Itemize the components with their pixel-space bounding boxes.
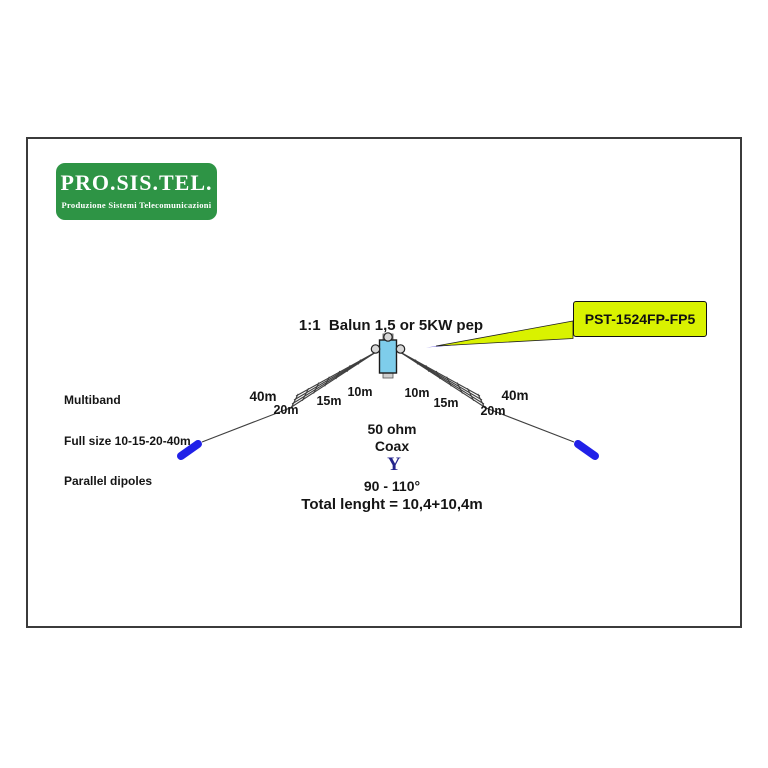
left-dipole-fan (201, 351, 377, 443)
left-insulator (177, 440, 202, 460)
left-10m-label: 10m (347, 385, 373, 399)
prosistel-logo: PRO.SIS.TEL. Produzione Sistemi Telecomu… (56, 163, 217, 220)
right-15m-label: 15m (433, 396, 459, 410)
callout-pointer (426, 320, 574, 348)
right-insulator (574, 440, 599, 460)
description-line-1: Multiband (64, 393, 121, 407)
left-15m-label: 15m (316, 394, 342, 408)
impedance-label: 50 ohm (367, 421, 417, 437)
logo-title: PRO.SIS.TEL. (60, 170, 213, 195)
description-line-2: Full size 10-15-20-40m (64, 433, 191, 448)
total-length-label: Total lenght = 10,4+10,4m (301, 496, 483, 513)
right-10m-label: 10m (404, 386, 430, 400)
right-20m-label: 20m (480, 404, 506, 418)
balun-right-eyelet (395, 344, 406, 354)
left-20m-label: 20m (273, 403, 299, 417)
logo-subtitle: Produzione Sistemi Telecomunicazioni (61, 200, 212, 210)
balun (370, 332, 406, 379)
balun-title: 1:1 Balun 1,5 or 5KW pep (298, 317, 484, 334)
right-40m-label: 40m (501, 388, 529, 403)
balun-top-eyelet (383, 332, 393, 342)
coax-label: Coax (374, 438, 410, 454)
balun-body (378, 339, 398, 374)
coax-connector-icon: Y (387, 454, 401, 475)
description-line-3: Parallel dipoles (64, 474, 153, 488)
balun-bottom-tab (382, 372, 394, 379)
model-callout-label: PST-1524FP-FP5 (584, 311, 696, 327)
balun-left-eyelet (370, 344, 381, 354)
left-40m-label: 40m (249, 389, 277, 404)
right-dipole-fan (399, 351, 575, 443)
antenna-description: Multiband Full size 10-15-20-40m Paralle… (64, 367, 191, 502)
model-callout-box: PST-1524FP-FP5 (573, 301, 707, 337)
angle-range-label: 90 - 110° (363, 478, 421, 494)
